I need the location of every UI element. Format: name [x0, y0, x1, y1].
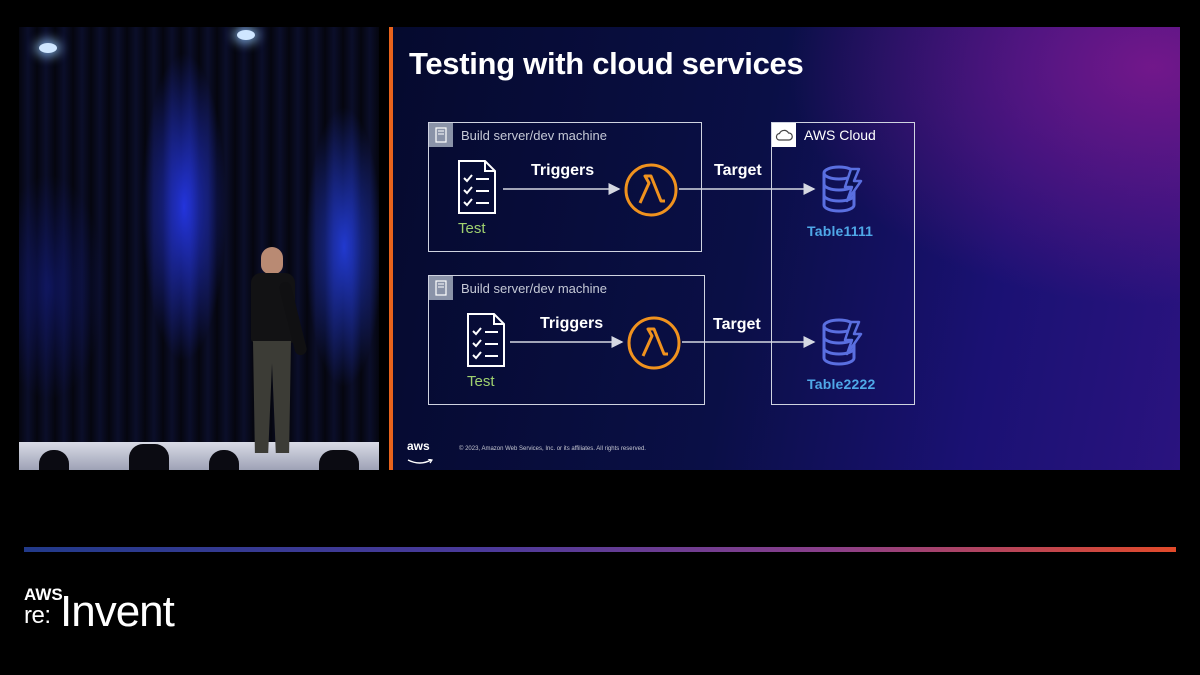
- brand-re-text: re:: [24, 602, 51, 629]
- table-caption: Table2222: [807, 376, 876, 392]
- dynamodb-icon: [822, 318, 863, 366]
- lambda-icon: [627, 316, 681, 370]
- panel-divider: [389, 27, 393, 470]
- gradient-rule: [24, 547, 1176, 552]
- aws-smile-icon: [407, 458, 433, 464]
- target-label: Target: [714, 162, 762, 179]
- speaker-video-panel: [19, 27, 379, 470]
- audience-silhouette: [209, 450, 239, 470]
- audience-silhouette: [129, 444, 169, 470]
- audience-silhouette: [319, 450, 359, 470]
- presentation-slide: Testing with cloud services AWS Cloud Bu…: [393, 27, 1180, 470]
- cloud-icon: [772, 123, 796, 147]
- lambda-icon: [624, 163, 678, 217]
- audience-silhouette: [39, 450, 69, 470]
- flow-arrows: [503, 183, 816, 348]
- stage-light: [237, 30, 255, 40]
- stage-light: [39, 43, 57, 53]
- build-server-label: Build server/dev machine: [461, 127, 607, 143]
- aws-logo-text: aws: [407, 439, 430, 453]
- speaker-figure: [241, 247, 311, 462]
- dynamodb-icon: [822, 165, 863, 213]
- slide-title: Testing with cloud services: [409, 46, 804, 81]
- build-server-label: Build server/dev machine: [461, 280, 607, 296]
- copyright-text: © 2023, Amazon Web Services, Inc. or its…: [459, 446, 646, 452]
- server-icon: [429, 123, 453, 147]
- brand-aws-text: AWS: [24, 585, 63, 604]
- aws-logo: aws: [407, 440, 433, 470]
- test-caption: Test: [467, 373, 495, 390]
- aws-cloud-box: AWS Cloud: [771, 122, 915, 405]
- brand-invent-text: Invent: [60, 587, 175, 636]
- test-caption: Test: [458, 220, 486, 237]
- document-checklist-icon: [458, 160, 496, 214]
- target-label: Target: [713, 316, 761, 333]
- aws-cloud-label: AWS Cloud: [804, 127, 876, 143]
- document-checklist-icon: [467, 313, 505, 367]
- build-server-box: Build server/dev machine: [428, 275, 705, 405]
- table-caption: Table1111: [807, 223, 874, 239]
- triggers-label: Triggers: [531, 162, 595, 179]
- triggers-label: Triggers: [540, 315, 604, 332]
- server-icon: [429, 276, 453, 300]
- build-server-box: Build server/dev machine: [428, 122, 702, 252]
